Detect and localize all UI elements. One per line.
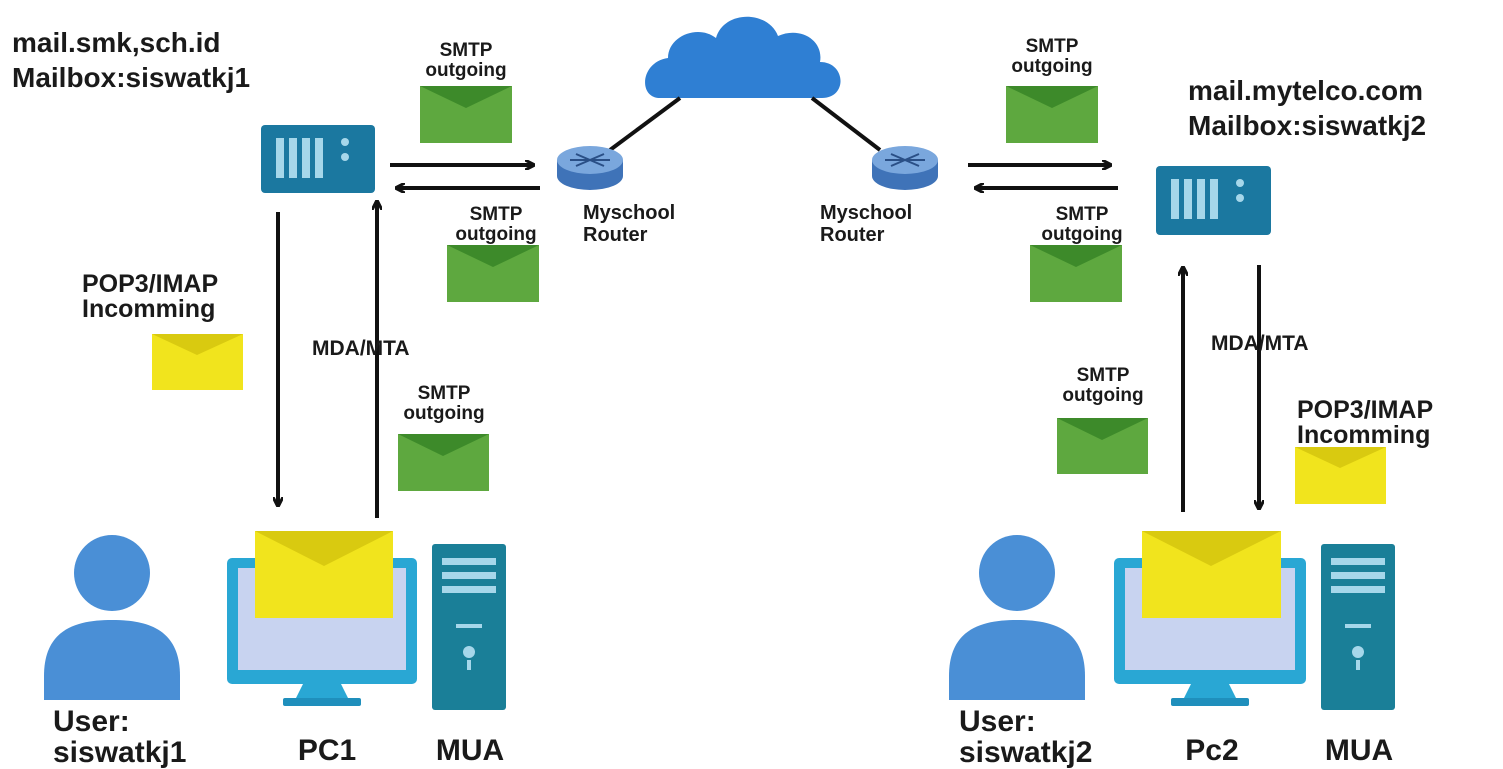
yellow-envelope-icon	[1295, 447, 1386, 504]
left-pc-label: PC1	[298, 734, 356, 767]
smtp-label-lower-right-2: outgoing	[1062, 385, 1143, 406]
internet-cloud-icon	[645, 16, 841, 98]
computer-tower-icon	[1321, 544, 1395, 710]
smtp-label-mid-left-2: outgoing	[455, 224, 536, 245]
smtp-label-top-right-1: SMTP	[1026, 36, 1079, 57]
left-mua-label: MUA	[436, 734, 504, 767]
right-user-label: User:	[959, 705, 1036, 738]
left-server-router-arrows	[390, 165, 540, 188]
green-envelope-icon	[1006, 86, 1098, 143]
right-pc-label: Pc2	[1185, 734, 1238, 767]
mda-mta-label-right: MDA/MTA	[1211, 332, 1309, 355]
smtp-label-mid-right-2: outgoing	[1041, 224, 1122, 245]
right-mail-server-icon	[1156, 166, 1271, 235]
smtp-label-lower-left-1: SMTP	[418, 383, 471, 404]
green-envelope-icon	[1057, 418, 1148, 474]
pop3-label-right-1: POP3/IMAP	[1297, 396, 1433, 424]
green-envelope-icon	[398, 434, 489, 491]
right-router-label-line2: Router	[820, 224, 885, 246]
right-server-mailbox: Mailbox:siswatkj2	[1188, 110, 1426, 141]
right-router-label-line1: Myschool	[820, 202, 912, 224]
mda-mta-label-left: MDA/MTA	[312, 337, 410, 360]
cloud-router-link-right	[810, 96, 882, 152]
green-envelope-icon	[420, 86, 512, 143]
smtp-label-lower-left-2: outgoing	[403, 403, 484, 424]
left-user-label: User:	[53, 705, 130, 738]
left-router-label-line2: Router	[583, 224, 648, 246]
left-mail-server-icon	[261, 125, 375, 193]
right-router-icon	[872, 146, 938, 190]
right-server-hostname: mail.mytelco.com	[1188, 75, 1423, 106]
left-router-label-line1: Myschool	[583, 202, 675, 224]
cloud-router-link-left	[608, 96, 682, 152]
left-server-hostname: mail.smk,sch.id	[12, 27, 221, 58]
pop3-label-left-2: Incomming	[82, 295, 215, 323]
smtp-label-lower-right-1: SMTP	[1077, 365, 1130, 386]
user-icon	[44, 535, 180, 700]
pop3-label-right-2: Incomming	[1297, 421, 1430, 449]
green-envelope-icon	[1030, 245, 1122, 302]
left-router-icon	[557, 146, 623, 190]
left-server-mailbox: Mailbox:siswatkj1	[12, 62, 250, 93]
pop3-label-left-1: POP3/IMAP	[82, 270, 218, 298]
computer-tower-icon	[432, 544, 506, 710]
smtp-label-top-right-2: outgoing	[1011, 56, 1092, 77]
yellow-envelope-icon	[152, 334, 243, 390]
right-router-server-arrows	[968, 165, 1118, 188]
right-mua-label: MUA	[1325, 734, 1393, 767]
right-user-name: siswatkj2	[959, 736, 1092, 769]
green-envelope-icon	[447, 245, 539, 302]
smtp-label-mid-right-1: SMTP	[1056, 204, 1109, 225]
yellow-envelope-icon	[1142, 531, 1281, 618]
user-icon	[949, 535, 1085, 700]
smtp-label-top-left-2: outgoing	[425, 60, 506, 81]
left-user-name: siswatkj1	[53, 736, 186, 769]
smtp-label-mid-left-1: SMTP	[470, 204, 523, 225]
smtp-label-top-left-1: SMTP	[440, 40, 493, 61]
yellow-envelope-icon	[255, 531, 393, 618]
